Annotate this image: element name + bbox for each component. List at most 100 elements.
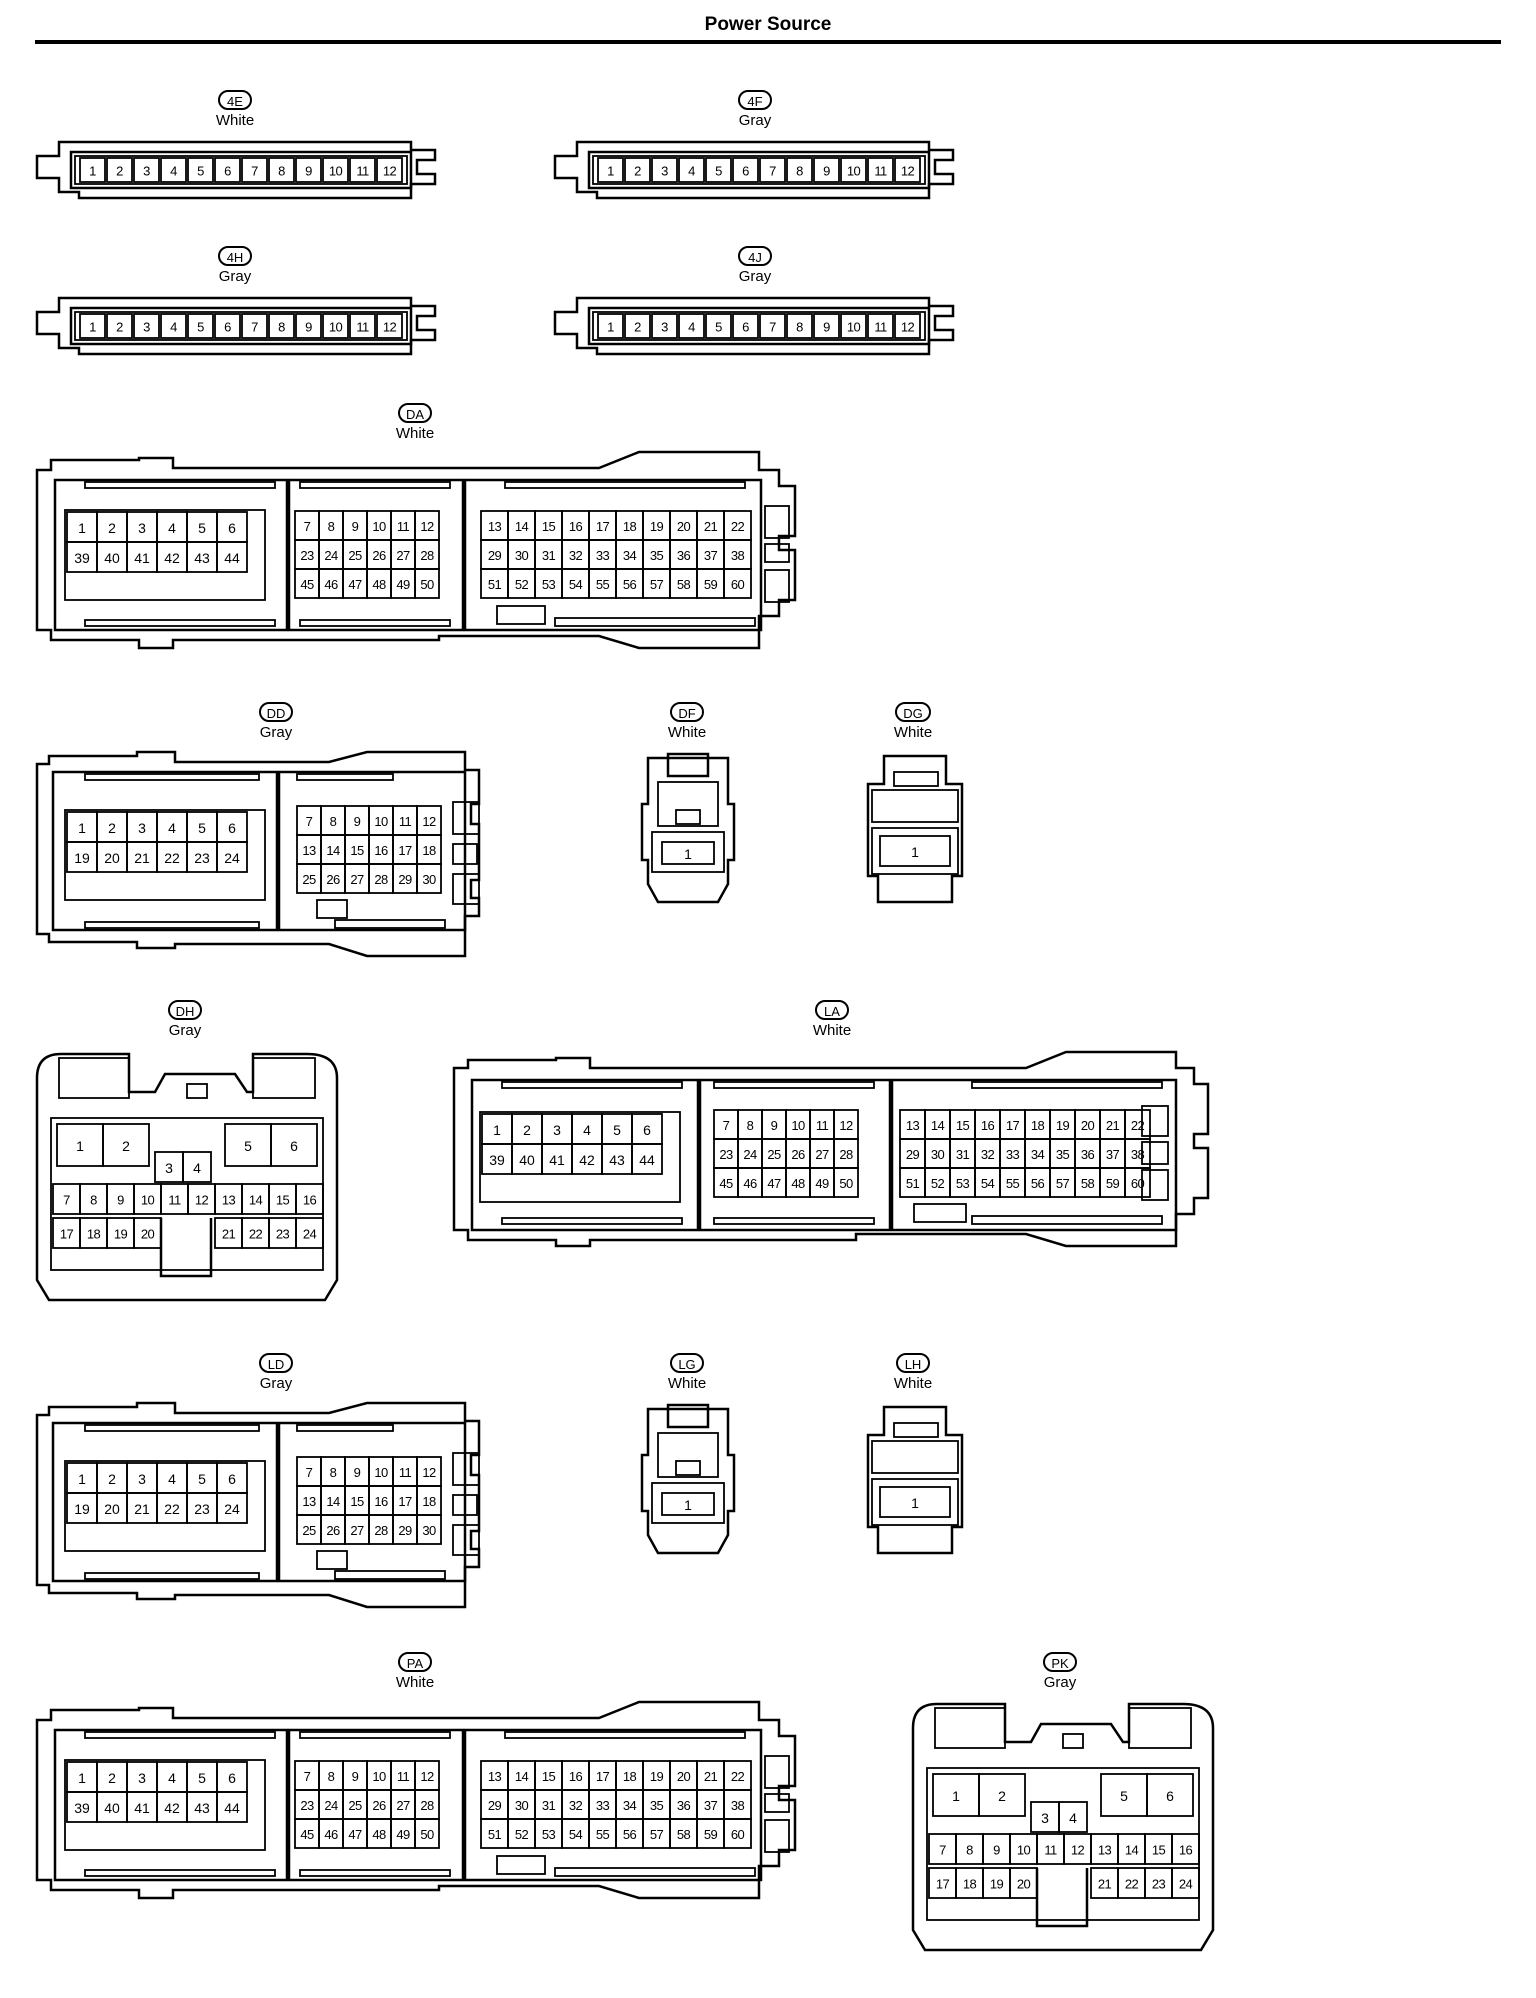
pin-cell (416, 1514, 442, 1545)
pin-number: 3 (661, 164, 668, 179)
pin-cell (216, 1492, 248, 1524)
pin-number: 46 (324, 1827, 338, 1842)
pin-cell (732, 157, 759, 183)
connector-outline (296, 773, 394, 781)
connector-outline (69, 150, 413, 190)
pin-number: 15 (276, 1193, 290, 1208)
pin-number: 11 (399, 1465, 412, 1480)
pin-number: 8 (796, 164, 803, 179)
pin-number: 51 (488, 1827, 502, 1842)
pin-number: 30 (422, 872, 436, 887)
pin-number: 21 (134, 1501, 150, 1517)
pin-number: 5 (198, 820, 206, 836)
pin-number: 25 (302, 1523, 316, 1538)
pin-number: 12 (1071, 1843, 1085, 1858)
pin-number: 36 (677, 548, 691, 563)
connector-tag-4H: 4H Gray (200, 246, 270, 285)
pin-number: 47 (348, 577, 362, 592)
pin-number: 16 (569, 1769, 583, 1784)
pin-number: 1 (89, 320, 96, 335)
page-title: Power Source (704, 14, 832, 35)
pin-number: 9 (993, 1843, 1000, 1858)
pin-number: 41 (134, 550, 150, 566)
pin-cell (678, 157, 705, 183)
pin-number: 33 (1006, 1147, 1020, 1162)
pin-number: 52 (515, 1827, 529, 1842)
pin-cell (106, 313, 133, 339)
connector-outline (296, 1424, 394, 1432)
pin-number: 48 (791, 1176, 805, 1191)
pin-number: 36 (1081, 1147, 1095, 1162)
pin-number: 23 (300, 1798, 314, 1813)
pin-number: 59 (704, 1827, 718, 1842)
connector-outline (64, 509, 266, 601)
connector-outline (554, 1867, 756, 1877)
connector-outline (1141, 1169, 1169, 1201)
pin-number: 4 (168, 1471, 176, 1487)
pin-number: 2 (108, 520, 116, 536)
pin-number: 5 (715, 164, 722, 179)
pin-number: 6 (643, 1122, 651, 1138)
pin-cell (879, 1486, 951, 1518)
connector-code: 4H (218, 246, 252, 266)
pin-number: 3 (143, 164, 150, 179)
pin-cell (1124, 1167, 1151, 1198)
connector-outline (84, 1572, 260, 1580)
connector-outline (35, 140, 437, 200)
pin-number: 17 (596, 519, 610, 534)
pin-number: 35 (1056, 1147, 1070, 1162)
pin-cell (759, 157, 786, 183)
connector-DG-face: 1 (866, 754, 964, 904)
pin-cell (349, 313, 376, 339)
pin-number: 24 (743, 1147, 757, 1162)
pin-number: 20 (104, 1501, 120, 1517)
pin-number: 52 (931, 1176, 945, 1191)
pin-number: 8 (796, 320, 803, 335)
connector-outline (640, 756, 736, 904)
pin-cell (894, 313, 921, 339)
pin-number: 14 (931, 1118, 945, 1133)
pin-cell (295, 313, 322, 339)
connector-tag-PA: PA White (380, 1652, 450, 1691)
pin-number: 11 (1044, 1843, 1057, 1858)
pin-number: 20 (677, 1769, 691, 1784)
pin-number: 15 (542, 519, 556, 534)
pin-number: 25 (348, 548, 362, 563)
pin-number: 15 (542, 1769, 556, 1784)
pin-cell (732, 313, 759, 339)
connector-outline (334, 1570, 446, 1580)
pin-cell (813, 313, 840, 339)
pin-cell (759, 313, 786, 339)
pin-number: 31 (956, 1147, 970, 1162)
pin-number: 20 (141, 1227, 155, 1242)
pin-number: 28 (839, 1147, 853, 1162)
pin-number: 17 (398, 843, 412, 858)
pin-number: 13 (906, 1118, 920, 1133)
pin-number: 8 (330, 814, 337, 829)
pin-number: 37 (1106, 1147, 1120, 1162)
pin-number: 13 (222, 1193, 236, 1208)
pin-number: 5 (198, 1471, 206, 1487)
pin-cell (133, 313, 160, 339)
pin-number: 10 (374, 814, 388, 829)
pin-number: 4 (170, 164, 177, 179)
pin-number: 7 (769, 164, 776, 179)
pin-number: 4 (168, 820, 176, 836)
connector-outline (675, 809, 701, 825)
connector-outline (496, 1855, 546, 1875)
pin-number: 18 (422, 843, 436, 858)
pin-number: 1 (78, 520, 86, 536)
pin-number: 26 (372, 1798, 386, 1813)
connector-color: Gray (738, 268, 772, 285)
pin-number: 12 (422, 814, 436, 829)
pin-number: 6 (224, 320, 231, 335)
pin-cell (216, 841, 248, 873)
pin-number: 5 (197, 320, 204, 335)
pin-number: 12 (420, 1769, 434, 1784)
connector-outline (35, 1700, 797, 1900)
pin-cell (268, 157, 295, 183)
pin-number: 5 (197, 164, 204, 179)
